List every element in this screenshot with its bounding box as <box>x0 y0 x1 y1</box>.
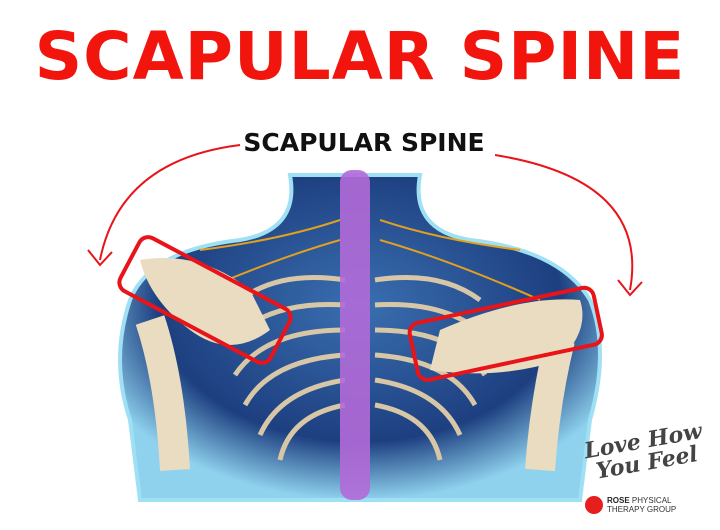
left-scapula <box>140 258 270 345</box>
brand-name: ROSE <box>607 496 630 505</box>
rose-icon <box>585 496 603 514</box>
brand-line2: THERAPY GROUP <box>607 505 677 514</box>
arrow-right <box>494 154 634 291</box>
page-title: SCAPULAR SPINE <box>34 18 686 95</box>
arrow-left-head <box>87 249 113 267</box>
spine <box>340 170 370 500</box>
arrow-left <box>99 144 241 261</box>
highlight-box-right <box>407 285 604 382</box>
scapular-spine-label: SCAPULAR SPINE <box>243 128 485 157</box>
logo-brand: ROSE PHYSICAL THERAPY GROUP <box>607 496 676 514</box>
brand-line1: PHYSICAL <box>631 496 672 505</box>
highlight-box-left <box>117 235 293 365</box>
logo-tagline: Love How You Feel <box>582 418 704 485</box>
left-humerus <box>135 315 190 471</box>
arrow-right-head <box>617 279 643 297</box>
brand-logo: Love How You Feel ROSE PHYSICAL THERAPY … <box>582 418 705 520</box>
